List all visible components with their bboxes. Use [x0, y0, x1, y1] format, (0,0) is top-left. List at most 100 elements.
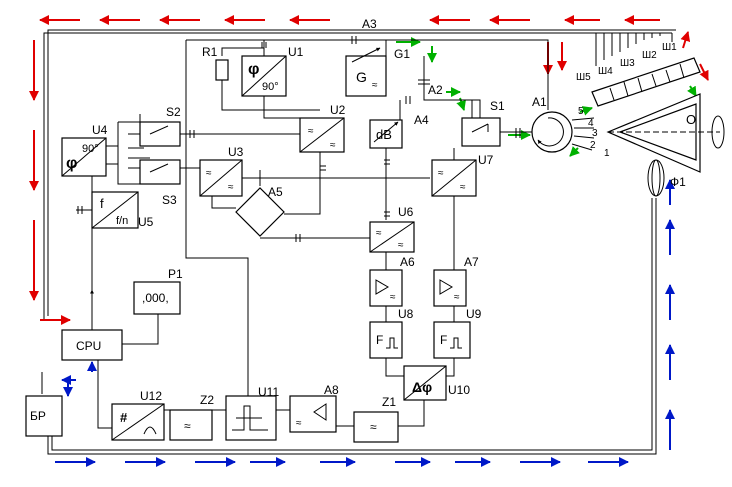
amplifier-a6: ≈ A6 [369, 255, 415, 307]
svg-text:U8: U8 [398, 307, 414, 321]
svg-text:≈: ≈ [376, 228, 382, 239]
outer-cable-top [43, 29, 676, 320]
shaper-u9: F U9 [433, 307, 482, 359]
gate-u11: U11 [225, 385, 279, 441]
converter-u3: ≈ ≈ U3 [199, 145, 244, 197]
svg-text:Ш3: Ш3 [620, 58, 635, 69]
svg-text:A5: A5 [268, 185, 283, 199]
svg-text:dB: dB [376, 127, 392, 142]
amplifier-a7: ≈ A7 [433, 255, 479, 307]
resistor-r1: R1 [202, 45, 229, 81]
svg-text:90°: 90° [262, 81, 279, 93]
svg-text:Ш1: Ш1 [662, 42, 677, 53]
circulator-a1: A1 5 4 3 2 1 [531, 95, 610, 159]
svg-text:U4: U4 [92, 123, 108, 137]
frequency-divider-u5: f f/n U5 [91, 191, 154, 229]
display-p1: ,000, P1 [133, 267, 183, 315]
svg-text:F: F [376, 333, 383, 347]
svg-text:S1: S1 [490, 99, 505, 113]
svg-text:#: # [120, 410, 128, 425]
wiring [41, 39, 549, 429]
svg-text:≈: ≈ [206, 168, 212, 179]
svg-text:A1: A1 [532, 95, 547, 109]
svg-text:Ш2: Ш2 [642, 50, 657, 61]
svg-text:Ш5: Ш5 [576, 72, 591, 83]
svg-text:≈: ≈ [228, 182, 234, 193]
svg-text:f/n: f/n [116, 215, 128, 227]
svg-text:≈: ≈ [330, 140, 336, 151]
svg-text:Z2: Z2 [200, 393, 214, 407]
svg-text:2: 2 [590, 140, 596, 151]
svg-text:≈: ≈ [370, 420, 377, 434]
attenuator-a4: dB A4 [369, 113, 429, 149]
generator-g1: G ≈ G1 [345, 47, 410, 97]
svg-text:≈: ≈ [398, 240, 404, 251]
svg-text:Δφ: Δφ [412, 379, 432, 395]
svg-text:U10: U10 [448, 383, 470, 397]
svg-text:CPU: CPU [76, 339, 101, 353]
converter-u2: ≈ ≈ U2 [299, 103, 346, 153]
svg-text:≈: ≈ [296, 418, 302, 429]
svg-text:R1: R1 [202, 45, 218, 59]
svg-text:Ш4: Ш4 [598, 66, 613, 77]
svg-text:U12: U12 [140, 389, 162, 403]
svg-text:U1: U1 [288, 45, 304, 59]
svg-text:5: 5 [578, 106, 584, 117]
filter-z1: ≈ Z1 [353, 395, 399, 443]
cpu-block: CPU [61, 329, 123, 361]
svg-text:БР: БР [30, 409, 46, 423]
converter-u7: ≈ ≈ U7 [431, 153, 494, 197]
control-block-br: БР [25, 395, 63, 437]
green-signal-arrows [396, 37, 697, 157]
svg-text:Z1: Z1 [382, 395, 396, 409]
svg-text:U11: U11 [258, 385, 279, 399]
svg-text:O: O [686, 112, 696, 127]
bridge-a5: A5 [235, 185, 285, 237]
svg-text:U9: U9 [466, 307, 482, 321]
svg-text:φ: φ [66, 155, 77, 172]
svg-text:φ: φ [248, 61, 259, 78]
svg-text:S3: S3 [162, 193, 177, 207]
svg-text:Ф1: Ф1 [670, 175, 686, 189]
svg-text:A6: A6 [400, 255, 415, 269]
a3-label: A3 [362, 17, 377, 31]
switch-s2: S2 [139, 105, 181, 147]
svg-text:S2: S2 [166, 105, 181, 119]
amplifier-a8: ≈ A8 [289, 383, 339, 433]
switch-s1: S1 [461, 99, 505, 147]
svg-text:4: 4 [588, 118, 594, 129]
svg-text:A8: A8 [324, 383, 339, 397]
svg-text:U6: U6 [398, 205, 414, 219]
blue-signal-arrows [55, 179, 675, 467]
svg-text:G: G [356, 69, 367, 85]
svg-text:≈: ≈ [454, 292, 460, 303]
outer-cable-bottom [47, 198, 657, 455]
svg-text:F: F [440, 333, 447, 347]
shaper-u8: F U8 [369, 307, 414, 359]
svg-text:A4: A4 [414, 113, 429, 127]
svg-text:U5: U5 [138, 215, 154, 229]
svg-text:≈: ≈ [308, 126, 314, 137]
svg-text:U3: U3 [228, 145, 244, 159]
svg-text:U2: U2 [330, 103, 346, 117]
switch-s3: S3 [139, 159, 181, 207]
a2-label: A2 [428, 83, 443, 97]
svg-text:≈: ≈ [184, 419, 191, 433]
svg-text:90°: 90° [82, 143, 99, 155]
svg-text:1: 1 [604, 148, 610, 159]
svg-text:,000,: ,000, [142, 291, 169, 305]
filter-z2: ≈ Z2 [169, 393, 214, 441]
svg-text:3: 3 [592, 128, 598, 139]
svg-text:≈: ≈ [438, 168, 444, 179]
svg-text:≈: ≈ [390, 292, 396, 303]
adc-u12: # U12 [111, 389, 165, 441]
svg-text:f: f [100, 196, 104, 211]
svg-text:P1: P1 [168, 267, 183, 281]
svg-text:G1: G1 [394, 47, 410, 61]
antenna-array: Ш5 Ш4 Ш3 Ш2 Ш1 O [576, 42, 725, 173]
svg-text:A7: A7 [464, 255, 479, 269]
phase-shifter-u1: φ 90° U1 [241, 45, 304, 97]
phase-shifter-u4: φ 90° U4 [61, 123, 118, 177]
svg-text:U7: U7 [478, 153, 494, 167]
